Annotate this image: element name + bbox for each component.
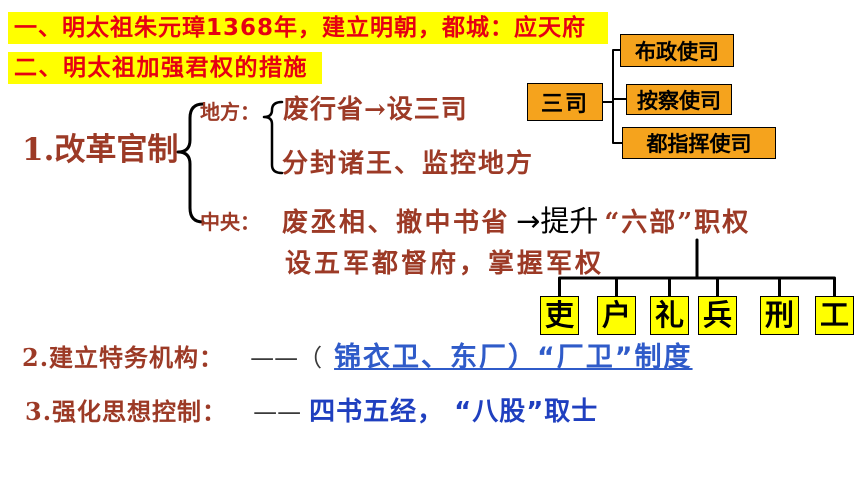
section-title-reform: 1.改革官制 — [22, 132, 179, 168]
ministry-box-personnel: 吏 — [540, 296, 579, 335]
ministry-box-revenue: 户 — [597, 296, 636, 335]
central-item-abolish-chancellor: 废丞相、撤中书省 — [282, 208, 511, 238]
local-item-abolish-province: 废行省→设三司 — [283, 95, 468, 125]
dash-prefix: ——（ — [250, 344, 323, 372]
three-offices-connector — [602, 49, 627, 144]
central-item-six-ministries: “六部”职权 — [604, 208, 751, 238]
section-title-thought-control: 3.强化思想控制： — [25, 397, 228, 426]
dash-prefix: —— — [253, 398, 302, 426]
ministry-box-justice: 刑 — [760, 296, 799, 335]
ministry-box-rites: 礼 — [650, 296, 689, 335]
main-curly-brace — [176, 102, 205, 224]
central-row: 废丞相、撤中书省 →提升 “六部”职权 — [282, 205, 750, 239]
ministry-box-war: 兵 — [698, 296, 737, 335]
three-offices-box: 三司 — [527, 83, 603, 121]
thought-control-row: 3.强化思想控制： —— 四书五经， “八股”取士 — [25, 396, 598, 428]
heading-banner-measures: 二、明太祖加强君权的措施 — [8, 52, 322, 84]
local-curly-brace — [262, 100, 284, 175]
heading-banner-founding: 一、明太祖朱元璋1368年，建立明朝，都城：应天府 — [8, 12, 608, 44]
secret-police-link[interactable]: 锦衣卫、东厂）“厂卫”制度 — [334, 342, 693, 373]
local-label: 地方： — [200, 100, 260, 124]
ministry-box-works: 工 — [815, 296, 854, 335]
secret-police-row: 2.建立特务机构： ——（ 锦衣卫、东厂）“厂卫”制度 — [22, 342, 693, 374]
central-label: 中央： — [200, 210, 260, 234]
thought-control-detail: 四书五经， “八股”取士 — [309, 397, 599, 427]
section-title-secret-police: 2.建立特务机构： — [22, 343, 225, 372]
six-ministries-tree — [558, 238, 836, 298]
office-box-buzheng: 布政使司 — [620, 34, 734, 67]
central-arrow-promote: →提升 — [516, 204, 599, 238]
local-item-enfeoff-princes: 分封诸王、监控地方 — [282, 149, 535, 179]
office-box-duzhihui: 都指挥使司 — [622, 127, 776, 159]
central-item-five-commands: 设五军都督府，掌握军权 — [285, 249, 605, 279]
office-box-ancha: 按察使司 — [626, 84, 732, 115]
